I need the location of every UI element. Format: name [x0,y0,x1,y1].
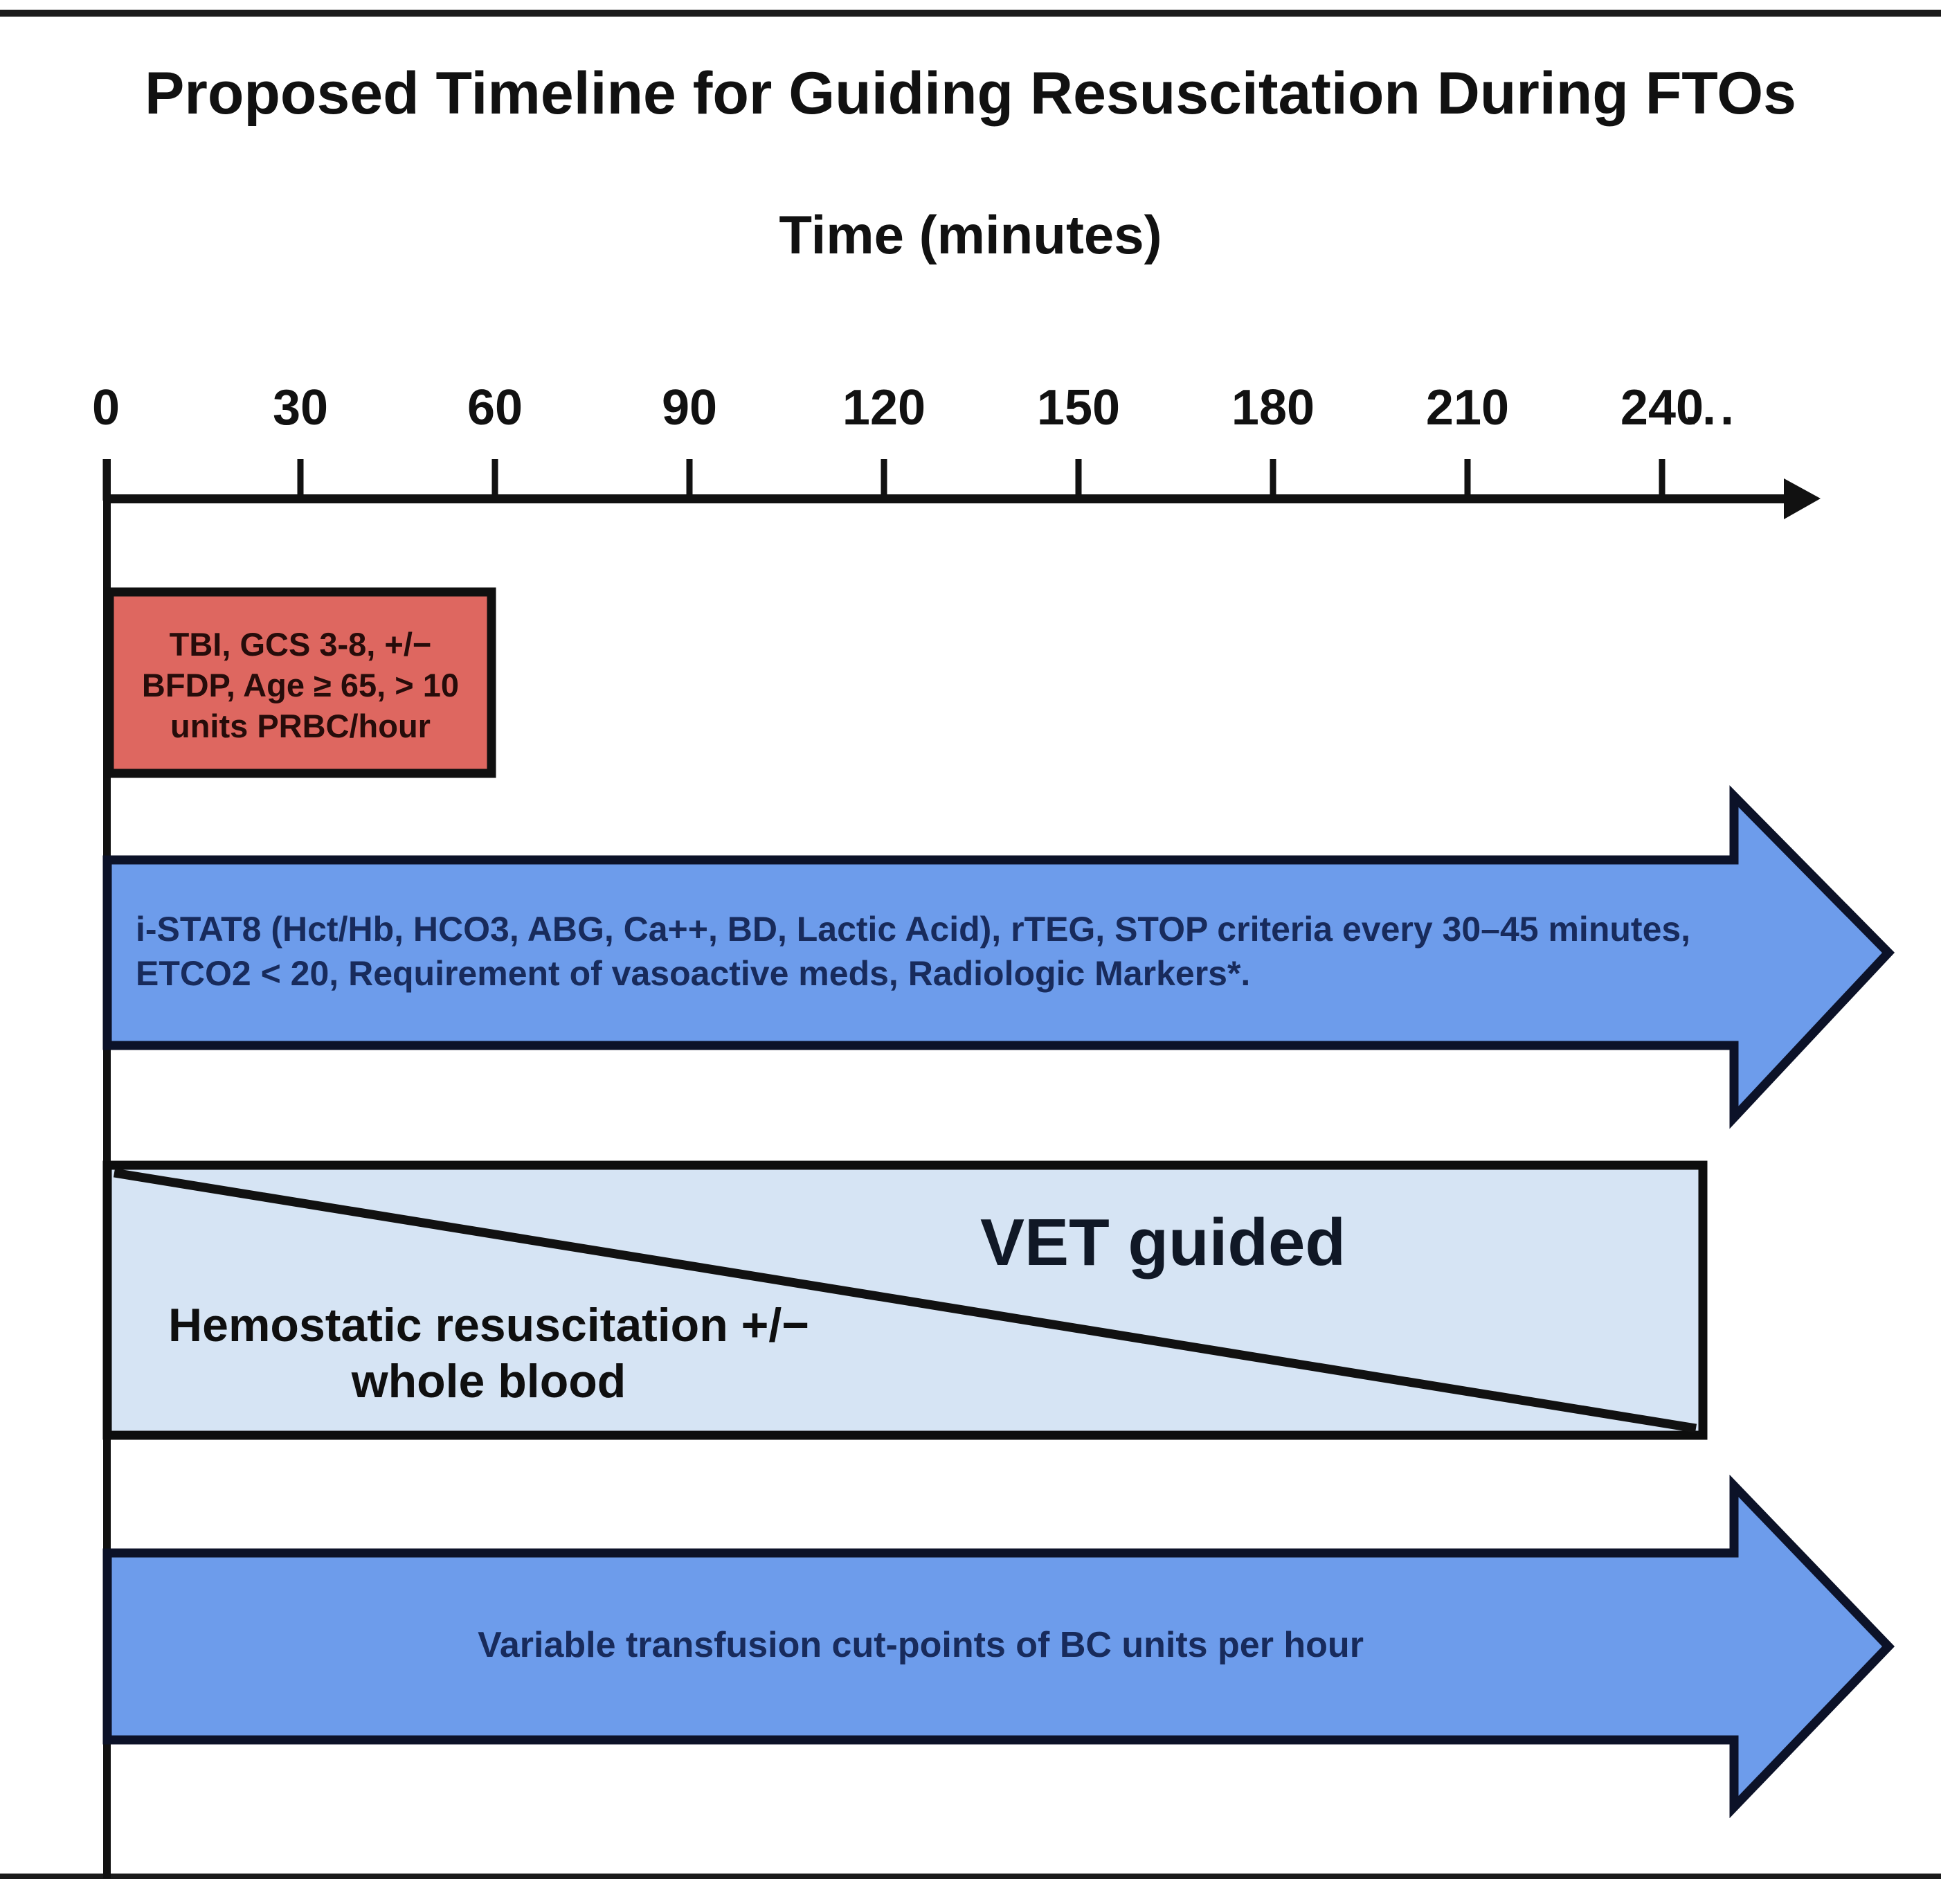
risk-criteria-box [105,587,496,778]
risk-criteria-line: TBI, GCS 3-8, +/− [169,626,432,663]
tick-label-120: 120 [842,380,926,435]
tick-mark-120 [881,459,887,501]
risk-criteria-line: BFDP, Age ≥ 65, > 10 [141,667,460,703]
hemostatic-text: Hemostatic resuscitation +/− whole blood [168,1297,809,1410]
tick-mark-0 [102,459,109,501]
tick-mark-240 [1659,459,1665,501]
monitoring-arrow-shape [102,785,1895,1129]
axis-title: Time (minutes) [779,204,1162,265]
tick-mark-180 [1270,459,1276,501]
bottom-border-line [0,1874,1941,1879]
vet-guided-label: VET guided [980,1205,1346,1279]
tick-mark-60 [491,459,498,501]
time-axis-arrowhead-icon [1784,478,1821,519]
tick-mark-90 [686,459,693,501]
figure-title: Proposed Timeline for Guiding Resuscitat… [145,60,1796,127]
tick-mark-210 [1464,459,1471,501]
tick-label-210: 210 [1425,380,1510,435]
transfusion-arrow-text: Variable transfusion cut-points of BC un… [478,1625,1364,1665]
tick-label-240: 240 [1620,380,1704,435]
hemostatic-line: whole blood [351,1355,626,1408]
axis-ellipsis: ... [1683,380,1739,435]
time-axis-line [104,494,1786,503]
risk-criteria-text: TBI, GCS 3-8, +/− BFDP, Age ≥ 65, > 10 u… [109,624,491,746]
transfusion-arrow-shape [102,1474,1895,1819]
risk-criteria-line: units PRBC/hour [170,708,431,744]
tick-label-90: 90 [661,380,718,435]
tick-mark-150 [1075,459,1082,501]
tick-label-60: 60 [467,380,523,435]
tick-label-30: 30 [272,380,329,435]
tick-mark-30 [297,459,304,501]
hemostatic-diagonal-divider [113,1168,1697,1433]
tick-label-180: 180 [1231,380,1315,435]
tick-label-150: 150 [1036,380,1121,435]
top-border-line [0,10,1941,17]
hemostatic-line: Hemostatic resuscitation +/− [168,1299,809,1351]
monitoring-arrow-text: i-STAT8 (Hct/Hb, HCO3, ABG, Ca++, BD, La… [136,910,1691,993]
tick-label-0: 0 [91,380,120,435]
